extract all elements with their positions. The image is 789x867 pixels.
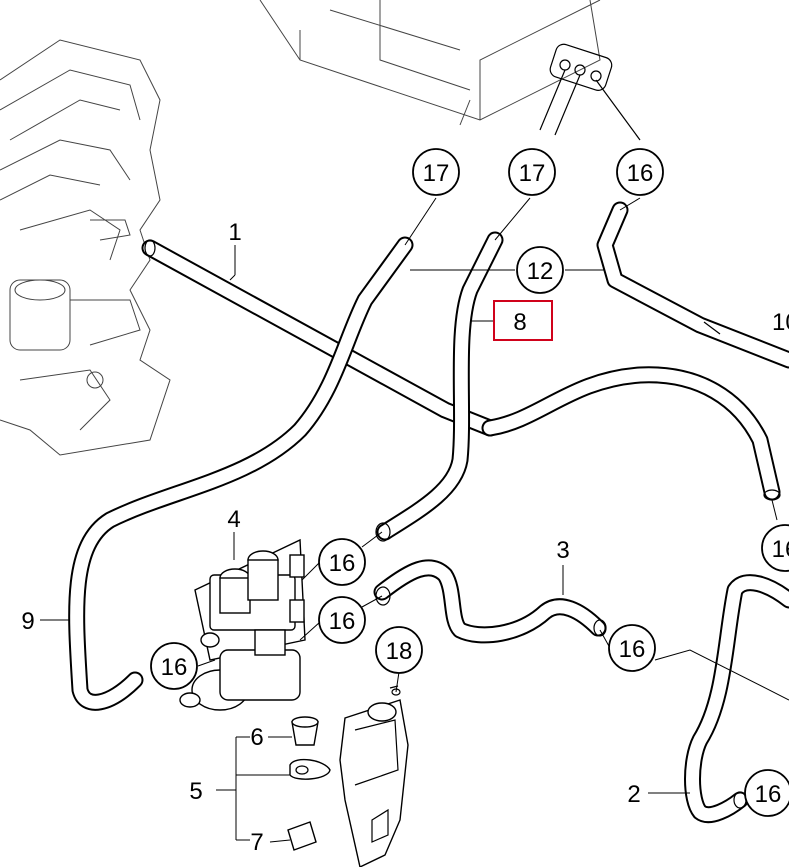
part-label-2[interactable]: 2 bbox=[627, 781, 640, 808]
hose-3 bbox=[373, 559, 607, 644]
part-label-6[interactable]: 6 bbox=[250, 724, 263, 751]
callout-16-bottom[interactable]: 16 bbox=[744, 769, 789, 817]
hose-16-top bbox=[596, 201, 789, 369]
part-label-5[interactable]: 5 bbox=[189, 778, 202, 805]
callout-label: 16 bbox=[161, 654, 188, 681]
callout-label: 17 bbox=[519, 160, 546, 187]
part-label-8: 8 bbox=[513, 309, 526, 336]
callout-16-left[interactable]: 16 bbox=[150, 642, 198, 690]
callout-label: 16 bbox=[627, 160, 654, 187]
part-label-4[interactable]: 4 bbox=[227, 506, 240, 533]
callout-label: 16 bbox=[329, 608, 356, 635]
hose-1 bbox=[141, 239, 499, 437]
part-label-1[interactable]: 1 bbox=[228, 219, 241, 246]
hose-2 bbox=[684, 574, 789, 824]
callout-16-valve-a[interactable]: 16 bbox=[318, 538, 366, 586]
leader-lines bbox=[40, 197, 789, 843]
part-label-7[interactable]: 7 bbox=[250, 829, 263, 856]
callout-16-mid[interactable]: 16 bbox=[608, 624, 656, 672]
highlighted-part-8[interactable]: 8 bbox=[493, 300, 553, 341]
bracket-5 bbox=[289, 758, 331, 780]
part-label-10[interactable]: 10 bbox=[772, 309, 789, 336]
part-label-9[interactable]: 9 bbox=[21, 608, 34, 635]
callout-label: 17 bbox=[423, 160, 450, 187]
water-valve bbox=[179, 538, 306, 711]
callout-label: 16 bbox=[755, 781, 782, 808]
hose-8 bbox=[376, 231, 504, 541]
grommet-6 bbox=[291, 716, 319, 746]
clip-7 bbox=[287, 821, 317, 851]
callout-label: 16 bbox=[329, 550, 356, 577]
callout-17a[interactable]: 17 bbox=[412, 148, 460, 196]
callout-16-right[interactable]: 16 bbox=[761, 524, 789, 572]
callout-16-valve-b[interactable]: 16 bbox=[318, 596, 366, 644]
heater-box-drawing bbox=[259, 0, 641, 141]
callout-label: 12 bbox=[527, 258, 554, 285]
callout-label: 18 bbox=[386, 638, 413, 665]
callout-17b[interactable]: 17 bbox=[508, 148, 556, 196]
part-label-3[interactable]: 3 bbox=[556, 537, 569, 564]
callout-label: 16 bbox=[772, 536, 789, 563]
engine-block-drawing bbox=[0, 39, 171, 456]
callout-label: 16 bbox=[619, 636, 646, 663]
callout-12[interactable]: 12 bbox=[516, 246, 564, 294]
hose-17-left bbox=[68, 236, 414, 711]
hose-12 bbox=[481, 366, 781, 501]
hose-end-rings bbox=[144, 239, 781, 809]
callout-18[interactable]: 18 bbox=[375, 626, 423, 674]
highlight-box bbox=[493, 300, 553, 341]
callout-16-top[interactable]: 16 bbox=[616, 148, 664, 196]
bracket-18 bbox=[339, 685, 409, 867]
